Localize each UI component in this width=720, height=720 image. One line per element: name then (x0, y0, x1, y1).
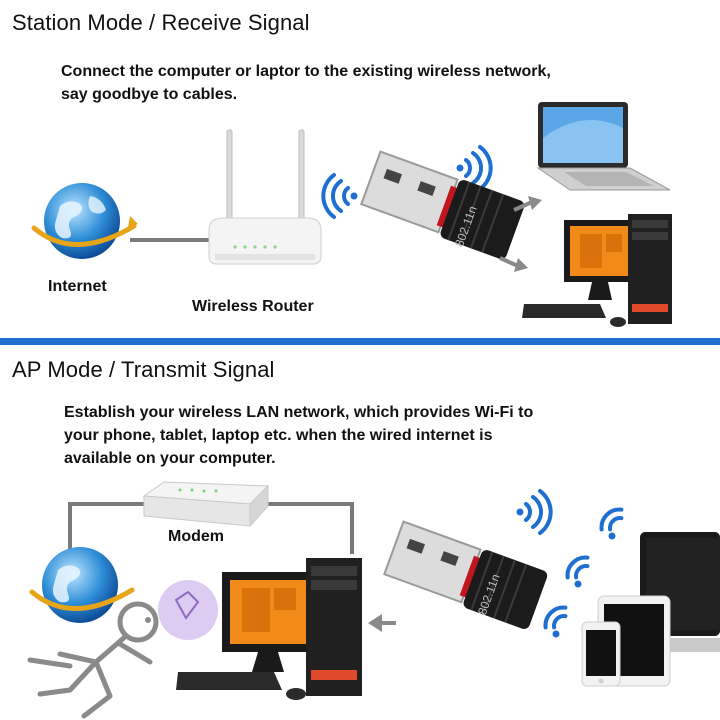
ap-desc-line2: your phone, tablet, laptop etc. when the… (64, 424, 533, 447)
internet-globe-icon (30, 176, 140, 266)
ap-desc-line3: available on your computer. (64, 447, 533, 470)
ap-desc-line1: Establish your wireless LAN network, whi… (64, 401, 533, 424)
ap-mode-title: AP Mode / Transmit Signal (12, 357, 275, 383)
laptop-icon (530, 98, 675, 208)
phone-icon (580, 620, 622, 688)
section-divider (0, 338, 720, 345)
desktop-computer-icon (520, 210, 690, 335)
station-desc: Connect the computer or laptor to the ex… (61, 60, 551, 106)
desktop-computer-icon (178, 552, 368, 704)
station-mode-title: Station Mode / Receive Signal (12, 10, 310, 36)
modem-icon (140, 478, 270, 532)
internet-label: Internet (48, 278, 107, 296)
modem-label: Modem (168, 528, 224, 546)
wireless-router-label: Wireless Router (192, 298, 314, 316)
station-desc-line1: Connect the computer or laptor to the ex… (61, 60, 551, 83)
ap-desc: Establish your wireless LAN network, whi… (64, 401, 533, 470)
network-cable (130, 238, 212, 242)
wifi-signal-icon (600, 508, 640, 548)
wireless-router-icon (205, 130, 325, 275)
station-desc-line2: say goodbye to cables. (61, 83, 551, 106)
wifi-signal-icon (566, 556, 606, 596)
wifi-signal-icon (512, 490, 548, 534)
wifi-signal-icon (544, 606, 584, 646)
usb-wifi-adapter-icon (378, 524, 548, 654)
